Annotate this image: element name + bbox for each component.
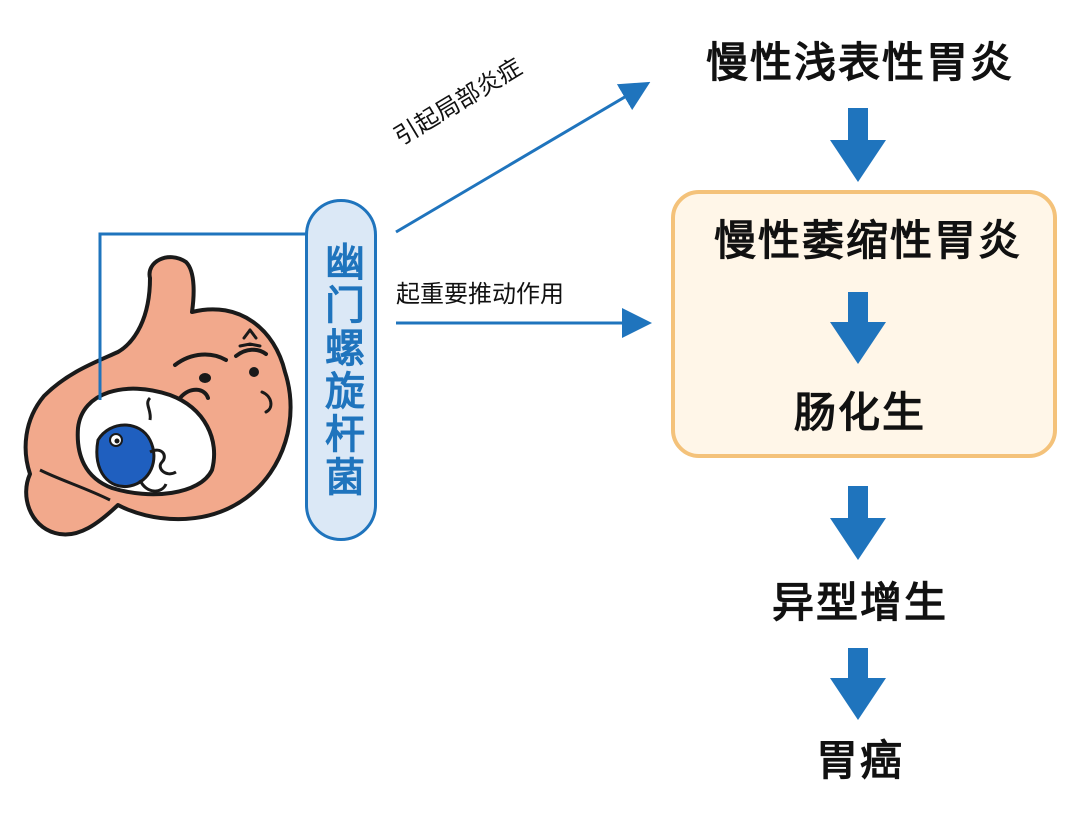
bacteria-label: 幽门螺旋杆菌 xyxy=(318,241,364,499)
connector-line xyxy=(98,232,306,400)
angry-vein-icon xyxy=(238,328,262,348)
stage-dysplasia: 异型增生 xyxy=(771,578,948,627)
edge-label-key-driver: 起重要推动作用 xyxy=(396,280,564,308)
bacterium-icon xyxy=(95,396,177,493)
arrow-local-inflammation xyxy=(395,81,651,234)
stage-gastric-cancer: 胃癌 xyxy=(815,736,904,785)
bacteria-label-box: 幽门螺旋杆菌 xyxy=(305,199,377,541)
stomach-illustration xyxy=(23,255,293,537)
stage-atrophic-gastritis: 慢性萎缩性胃炎 xyxy=(713,216,1022,265)
stage-intestinal-metaplasia: 肠化生 xyxy=(793,388,926,437)
stage-superficial-gastritis: 慢性浅表性胃炎 xyxy=(705,38,1014,87)
